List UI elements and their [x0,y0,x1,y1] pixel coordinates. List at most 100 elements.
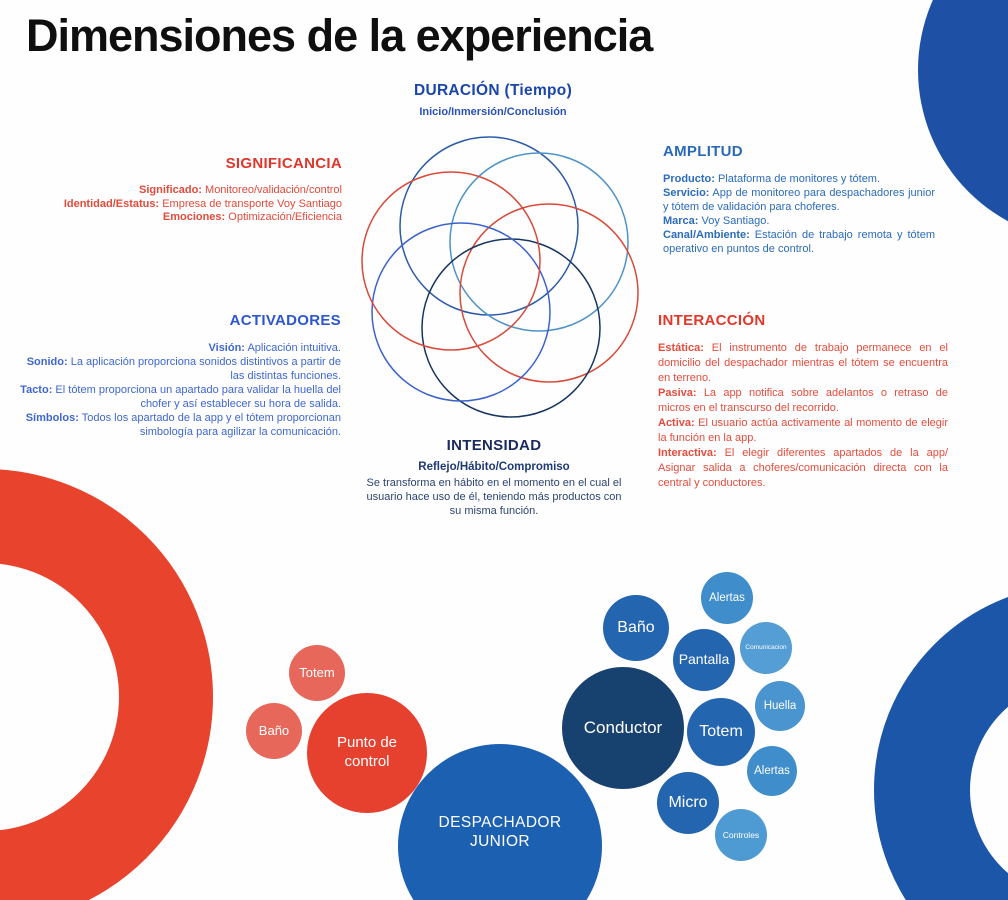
item-text: App de monitoreo para despachadores juni… [663,187,935,213]
item-text: Voy Santiago. [701,215,770,227]
blue-corner-circle-decoration [918,0,1008,222]
item-label: Estática: [658,342,704,354]
item-text: El tótem proporciona un apartado para va… [55,384,341,410]
amplitud-heading: AMPLITUD [663,143,743,160]
venn-circle-top [399,136,579,316]
bubble-label: Totem [299,664,335,680]
blue-ring-decoration [874,597,1008,900]
item-label: Símbolos: [25,412,79,424]
activadores-item: Visión: Aplicación intuitiva. [16,341,342,355]
interaccion-item: Activa: El usuario actúa activamente al … [658,416,948,446]
section-significancia: SIGNIFICANCIA Significado: Monitoreo/val… [40,155,342,225]
bubble-label: Totem [699,723,743,740]
bubble-label: Alertas [754,764,790,777]
bubble-label: Pantalla [678,651,730,668]
interaccion-heading: INTERACCIÓN [658,312,766,329]
significancia-item: Identidad/Estatus: Empresa de transporte… [40,198,342,212]
bubble-punto-de-control: Punto de control [307,693,427,813]
item-label: Tacto: [20,384,53,396]
amplitud-item: Marca: Voy Santiago. [663,214,935,228]
bubble-micro: Micro [657,772,719,834]
item-label: Canal/Ambiente: [663,229,750,241]
item-label: Emociones: [162,211,226,223]
item-text: El instrumento de trabajo permanece en e… [658,342,948,384]
item-text: La app notifica sobre adelantos o retras… [658,387,948,414]
item-label: Sonido: [26,356,68,368]
item-text: Estación de trabajo remota y tótem opera… [663,229,935,255]
activadores-heading: ACTIVADORES [229,312,341,329]
interaccion-item: Interactiva: El elegir diferentes aparta… [658,446,948,491]
bubble-alertas-right: Alertas [747,746,797,796]
item-text: Aplicación intuitiva. [247,342,341,354]
bubble-comunicacion: Comunicacion [740,622,792,674]
significancia-heading: SIGNIFICANCIA [225,155,342,172]
intensidad-subtitle: Reflejo/Hábito/Compromiso [418,461,570,473]
bubble-label: DESPACHADOR JUNIOR [438,813,562,850]
intensidad-heading: INTENSIDAD [446,437,542,454]
bubble-label: Controles [722,829,760,840]
section-duracion: DURACIÓN (Tiempo) Inicio/Inmersión/Concl… [383,82,603,118]
venn-circle-lower-right [459,203,639,383]
bubble-label: Alertas [709,591,745,604]
venn-circle-upper-left [361,171,541,351]
bubble-despachador-junior: DESPACHADOR JUNIOR [398,744,602,900]
bubble-bano-blue: Baño [603,595,669,661]
venn-circle-upper-right [449,152,629,332]
interaccion-item: Estática: El instrumento de trabajo perm… [658,341,948,386]
bubble-label: Micro [668,794,708,811]
bubble-totem-blue: Totem [687,698,755,766]
red-ring-decoration [0,469,213,900]
bubble-pantalla: Pantalla [673,629,735,691]
bubble-bano-red: Baño [246,703,302,759]
bubble-conductor: Conductor [562,667,684,789]
duracion-heading: DURACIÓN (Tiempo) [413,82,573,99]
amplitud-item: Canal/Ambiente: Estación de trabajo remo… [663,228,935,256]
section-amplitud: AMPLITUD Producto: Plataforma de monitor… [663,143,935,256]
item-text: El usuario actúa activamente al momento … [658,417,948,444]
bubble-label: Baño [258,722,290,738]
significancia-item: Significado: Monitoreo/validación/contro… [40,184,342,198]
activadores-item: Tacto: El tótem proporciona un apartado … [16,383,341,411]
intensidad-text: Se transforma en hábito en el momento en… [366,477,622,517]
section-activadores: ACTIVADORES Visión: Aplicación intuitiva… [16,312,341,439]
bubble-totem-red: Totem [289,645,345,701]
section-intensidad: INTENSIDAD Reflejo/Hábito/Compromiso Se … [364,437,624,518]
amplitud-item: Servicio: App de monitoreo para despacha… [663,186,935,214]
item-text: El elegir diferentes apartados de la app… [658,447,948,489]
bubble-label: Huella [763,699,797,712]
item-label: Identidad/Estatus: [63,197,160,210]
item-label: Interactiva: [658,447,717,459]
duracion-subtitle: Inicio/Inmersión/Conclusión [419,106,567,118]
item-label: Visión: [208,342,245,354]
venn-circle-bottom [421,238,601,418]
item-label: Marca: [663,215,699,227]
bubble-label: Conductor [583,718,663,738]
interaccion-item: Pasiva: La app notifica sobre adelantos … [658,386,948,416]
item-text: Todos los apartado de la app y el tótem … [81,412,341,438]
item-text: Optimización/Eficiencia [228,211,342,223]
item-label: Significado: [139,184,202,196]
item-text: Monitoreo/validación/control [205,184,342,196]
venn-flower-diagram [361,136,639,418]
item-text: La aplicación proporciona sonidos distin… [70,356,341,382]
item-label: Servicio: [663,187,710,199]
item-text: Empresa de transporte Voy Santiago [162,197,342,210]
item-text: Plataforma de monitores y tótem. [718,173,881,185]
activadores-item: Sonido: La aplicación proporciona sonido… [16,355,341,383]
amplitud-item: Producto: Plataforma de monitores y tóte… [663,172,935,186]
bubble-label: Baño [617,619,655,636]
item-label: Pasiva: [658,387,697,399]
section-interaccion: INTERACCIÓN Estática: El instrumento de … [658,312,948,491]
item-label: Activa: [658,417,695,429]
significancia-item: Emociones: Optimización/Eficiencia [40,211,342,225]
bubble-label: Comunicacion [745,643,787,651]
bubble-alertas-top: Alertas [701,572,753,624]
page-title: Dimensiones de la experiencia [26,10,653,61]
bubble-label: Punto de control [336,734,398,770]
item-label: Producto: [663,173,715,185]
bubble-controles: Controles [715,809,767,861]
venn-circle-lower-left [371,222,551,402]
bubble-huella: Huella [755,681,805,731]
